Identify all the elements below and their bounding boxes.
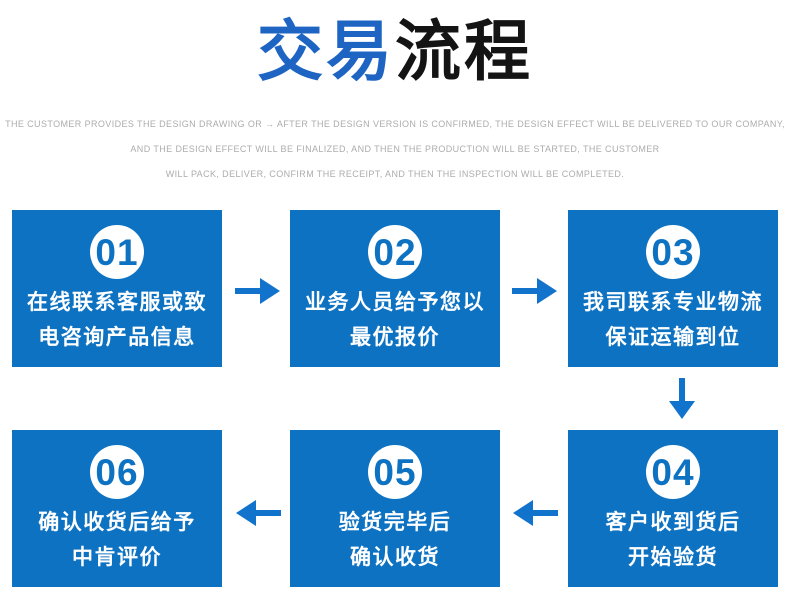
step-number-circle: 05	[368, 445, 422, 499]
step-text-line-2: 保证运输到位	[605, 326, 741, 349]
step-text-line-2: 最优报价	[350, 326, 440, 349]
subtitle-line-1: THE CUSTOMER PROVIDES THE DESIGN DRAWING…	[5, 119, 785, 129]
step-text-line-1: 我司联系专业物流	[583, 291, 763, 314]
step-number: 06	[95, 451, 139, 493]
step-number-circle: 02	[368, 225, 422, 279]
arrow-down-icon	[667, 378, 697, 420]
step-number: 04	[651, 451, 695, 493]
subtitle: THE CUSTOMER PROVIDES THE DESIGN DRAWING…	[0, 112, 790, 187]
subtitle-line-3: WILL PACK, DELIVER, CONFIRM THE RECEIPT,…	[165, 169, 625, 179]
step-number: 02	[373, 231, 417, 273]
step-text-line-1: 验货完毕后	[338, 511, 452, 534]
step-card-05: 05 验货完毕后 确认收货	[290, 430, 500, 587]
step-card-04: 04 客户收到货后 开始验货	[568, 430, 778, 587]
arrow-right-icon	[512, 276, 558, 306]
arrow-left-icon	[235, 498, 281, 528]
page-title-part-dark: 流程	[395, 14, 533, 88]
step-card-03: 03 我司联系专业物流 保证运输到位	[568, 210, 778, 367]
step-number: 05	[373, 451, 417, 493]
step-number: 03	[651, 231, 695, 273]
page-title-part-blue: 交易	[257, 14, 395, 88]
step-text-line-1: 业务人员给予您以	[305, 291, 485, 314]
step-text-line-2: 开始验货	[628, 546, 718, 569]
step-text-line-2: 电咨询产品信息	[38, 326, 196, 349]
step-card-06: 06 确认收货后给予 中肯评价	[12, 430, 222, 587]
step-text-line-2: 中肯评价	[72, 546, 162, 569]
step-number-circle: 01	[90, 225, 144, 279]
step-text-line-1: 客户收到货后	[605, 511, 741, 534]
step-card-01: 01 在线联系客服或致 电咨询产品信息	[12, 210, 222, 367]
step-number-circle: 06	[90, 445, 144, 499]
arrow-left-icon	[512, 498, 558, 528]
step-number-circle: 04	[646, 445, 700, 499]
step-text-line-1: 确认收货后给予	[38, 511, 196, 534]
step-number: 01	[95, 231, 139, 273]
page-title: 交易流程	[0, 12, 790, 91]
subtitle-line-2: AND THE DESIGN EFFECT WILL BE FINALIZED,…	[130, 144, 660, 154]
step-card-02: 02 业务人员给予您以 最优报价	[290, 210, 500, 367]
step-text-line-2: 确认收货	[350, 546, 440, 569]
arrow-right-icon	[235, 276, 281, 306]
step-number-circle: 03	[646, 225, 700, 279]
step-text-line-1: 在线联系客服或致	[27, 291, 207, 314]
